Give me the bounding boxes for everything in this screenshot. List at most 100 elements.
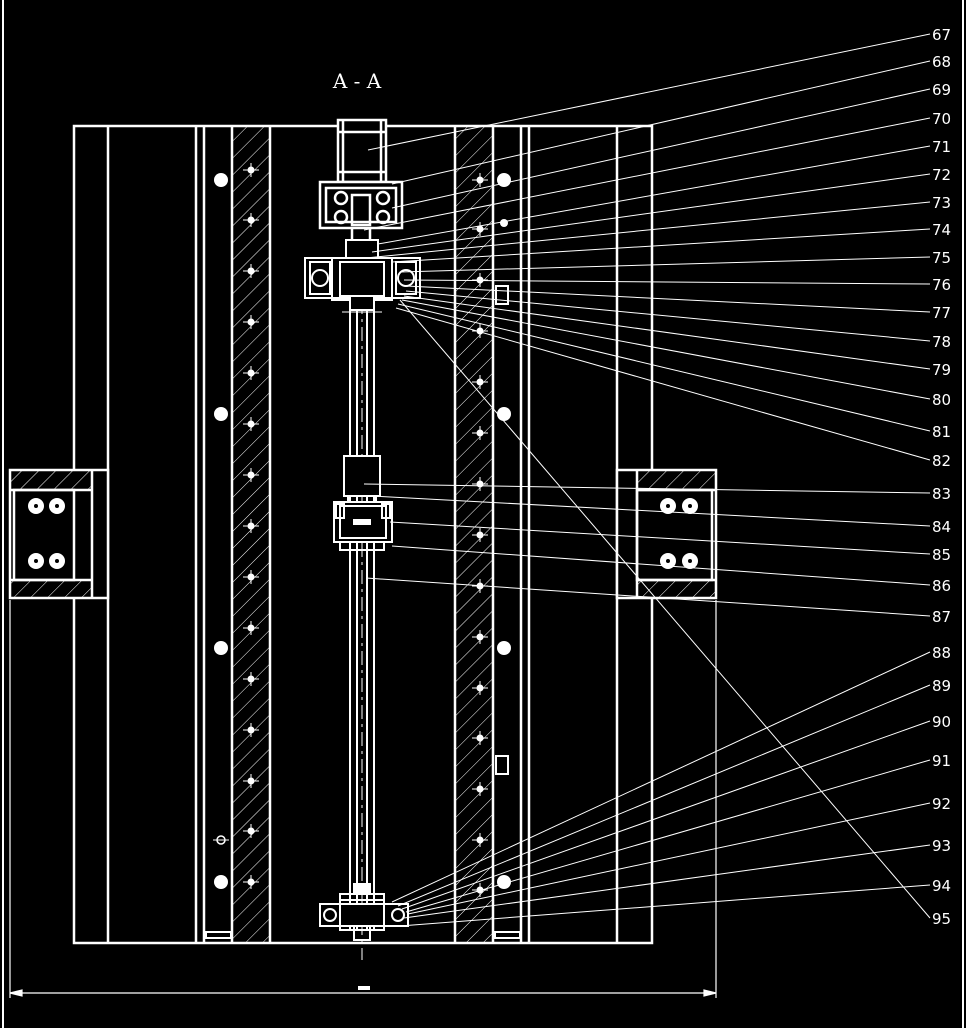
dowel-hole: [214, 641, 228, 655]
leader-line: [405, 285, 931, 313]
leader-line: [399, 299, 931, 919]
coupling-box: [318, 180, 404, 245]
dowel-hole: [214, 407, 228, 421]
bolt-marker: [243, 723, 259, 737]
dowel-hole: [497, 173, 511, 187]
right-bracket: [615, 468, 718, 600]
part-number-89: 89: [932, 677, 951, 695]
leader-line: [371, 173, 931, 253]
bolt-marker: [472, 173, 488, 187]
dowel-hole: [500, 219, 508, 227]
leader-line: [391, 545, 931, 586]
bolt-marker: [243, 875, 259, 889]
part-number-76: 76: [932, 276, 951, 294]
part-number-80: 80: [932, 391, 951, 409]
leader-line: [395, 307, 931, 461]
part-number-86: 86: [932, 577, 951, 595]
dowel-hole: [214, 875, 228, 889]
part-number-68: 68: [932, 53, 951, 71]
part-number-78: 78: [932, 333, 951, 351]
leader-line: [371, 495, 931, 527]
bracket-bolt: [660, 553, 676, 569]
bolt-marker: [243, 824, 259, 838]
leader-line: [365, 577, 931, 617]
middle-nut-block: [333, 455, 393, 551]
leader-lines: [363, 33, 931, 927]
dowel-hole: [497, 875, 511, 889]
part-number-82: 82: [932, 452, 951, 470]
part-number-70: 70: [932, 110, 951, 128]
leader-line: [403, 295, 931, 370]
leader-line: [405, 290, 931, 342]
bolt-marker: [243, 163, 259, 177]
wall-bolts: [213, 163, 511, 897]
leader-line: [367, 33, 931, 151]
bolt-marker: [243, 774, 259, 788]
bolt-marker: [243, 417, 259, 431]
leader-line: [391, 60, 931, 185]
bolt-marker: [472, 222, 488, 236]
bolt-marker: [472, 782, 488, 796]
side-clamps: [495, 285, 509, 775]
part-number-71: 71: [932, 138, 951, 156]
part-number-67: 67: [932, 26, 951, 44]
left-hatched-wall: [232, 127, 270, 942]
part-number-79: 79: [932, 361, 951, 379]
leader-line: [397, 303, 931, 432]
leader-line: [397, 684, 931, 907]
part-number-73: 73: [932, 194, 951, 212]
upper-bearing-block: [304, 239, 421, 313]
dimension-line: [9, 600, 717, 998]
leader-line: [399, 256, 931, 273]
part-number-88: 88: [932, 644, 951, 662]
leader-line: [363, 483, 931, 494]
part-number-85: 85: [932, 546, 951, 564]
bracket-bolt: [28, 498, 44, 514]
leader-line: [407, 802, 931, 915]
bolt-marker: [472, 681, 488, 695]
bracket-bolts: [28, 498, 698, 569]
leader-line: [401, 299, 931, 400]
bolt-marker: [472, 883, 488, 897]
left-bracket-hatch-top: [11, 471, 91, 489]
part-number-labels: 6768697071727374757677787980818283848586…: [932, 26, 951, 928]
leader-line: [389, 521, 931, 555]
part-number-93: 93: [932, 837, 951, 855]
bracket-bolt: [49, 498, 65, 514]
bolt-marker: [472, 528, 488, 542]
bracket-bolt: [28, 553, 44, 569]
bolt-marker: [243, 672, 259, 686]
motor: [336, 118, 388, 184]
right-bracket-hatch-bottom: [638, 581, 715, 597]
leader-line: [365, 201, 931, 259]
lower-bearing-block: [319, 883, 409, 941]
bolt-marker: [243, 264, 259, 278]
part-number-94: 94: [932, 877, 951, 895]
leader-line: [403, 844, 931, 919]
left-bracket: [8, 468, 110, 600]
part-number-92: 92: [932, 795, 951, 813]
part-number-74: 74: [932, 221, 951, 239]
leader-line: [403, 279, 931, 285]
dowel-hole: [497, 407, 511, 421]
left-bracket-hatch-bottom: [11, 581, 91, 597]
bolt-marker: [243, 366, 259, 380]
bottom-plate-right: [494, 931, 521, 939]
central-shaft: [349, 300, 375, 960]
leader-line: [363, 117, 931, 231]
bolt-marker: [472, 273, 488, 287]
bolt-marker: [472, 426, 488, 440]
part-number-87: 87: [932, 608, 951, 626]
bolt-marker: [472, 375, 488, 389]
bolt-marker: [243, 315, 259, 329]
right-bracket-hatch-top: [638, 471, 715, 489]
bolt-marker: [243, 468, 259, 482]
part-number-84: 84: [932, 518, 951, 536]
bracket-bolt: [682, 498, 698, 514]
bracket-bolt: [49, 553, 65, 569]
bracket-bolt: [660, 498, 676, 514]
bolt-marker: [243, 519, 259, 533]
leader-line: [391, 88, 931, 209]
